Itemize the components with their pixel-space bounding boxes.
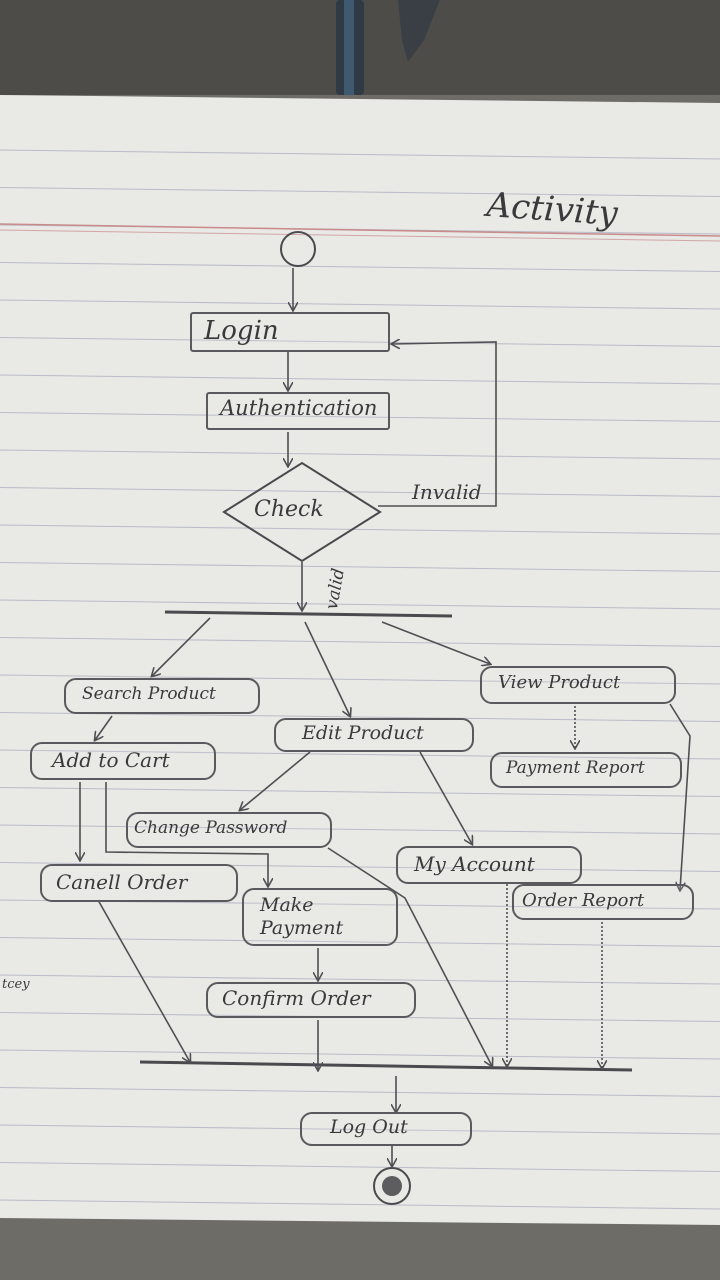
ruled-line bbox=[0, 337, 720, 347]
cancel-order-box bbox=[40, 864, 238, 902]
ruled-line bbox=[0, 262, 720, 272]
log-out-label: Log Out bbox=[330, 1116, 408, 1138]
pen-icon bbox=[336, 0, 364, 95]
change-password-label: Change Password bbox=[134, 818, 288, 838]
add-to-cart-box bbox=[30, 742, 216, 780]
arrow-fork-search bbox=[152, 617, 211, 676]
authentication-box bbox=[206, 392, 390, 430]
ruled-line bbox=[0, 562, 720, 572]
add-to-cart-label: Add to Cart bbox=[52, 748, 170, 772]
ruled-line bbox=[0, 412, 720, 422]
ruled-line bbox=[0, 1049, 720, 1060]
arrow-search-cart bbox=[95, 715, 113, 740]
view-product-label: View Product bbox=[498, 672, 621, 693]
order-report-box bbox=[512, 884, 694, 920]
make-payment-label: Make Payment bbox=[260, 894, 344, 939]
ruled-line bbox=[0, 787, 720, 797]
ruled-line bbox=[0, 1124, 720, 1135]
start-node bbox=[280, 231, 316, 267]
order-report-label: Order Report bbox=[522, 890, 645, 911]
ruled-line bbox=[0, 449, 720, 460]
arrow-fork-edit bbox=[304, 621, 350, 716]
ruled-line bbox=[0, 674, 720, 685]
arrow-view-order-report bbox=[669, 703, 691, 890]
connectors bbox=[80, 268, 691, 1166]
login-box bbox=[190, 312, 390, 352]
edit-product-box bbox=[274, 718, 474, 752]
ruled-line bbox=[0, 1087, 720, 1097]
end-node-outer bbox=[373, 1167, 411, 1205]
ruled-line bbox=[0, 187, 720, 197]
arrow-edit-password bbox=[240, 751, 311, 810]
margin-note: tcey bbox=[2, 977, 30, 992]
arrow-edit-account bbox=[419, 751, 472, 844]
payment-report-label: Payment Report bbox=[506, 758, 645, 778]
ruled-line bbox=[0, 824, 720, 835]
ruled-line bbox=[0, 749, 720, 760]
page-title: Activity bbox=[485, 185, 619, 235]
ruled-line bbox=[0, 524, 720, 535]
confirm-order-box bbox=[206, 982, 416, 1018]
fork-bar bbox=[164, 610, 453, 618]
log-out-box bbox=[300, 1112, 472, 1146]
ruled-line bbox=[0, 374, 720, 385]
join-bar bbox=[139, 1060, 633, 1072]
arrow-cart-payment bbox=[105, 782, 268, 886]
search-product-label: Search Product bbox=[82, 684, 216, 704]
arrow-invalid-login bbox=[378, 342, 497, 507]
ruled-line bbox=[0, 487, 720, 497]
ruled-line bbox=[0, 974, 720, 985]
ruled-line bbox=[0, 599, 720, 610]
check-label: Check bbox=[254, 497, 324, 522]
ruled-line bbox=[0, 637, 720, 647]
ruled-line bbox=[0, 712, 720, 722]
ruled-line bbox=[0, 149, 720, 160]
arrow-fork-view bbox=[381, 621, 490, 664]
confirm-order-label: Confirm Order bbox=[222, 986, 371, 1010]
my-account-label: My Account bbox=[414, 852, 535, 876]
arrow-password-join bbox=[327, 847, 492, 1066]
pen-tip-icon bbox=[398, 0, 440, 62]
check-decision-diamond bbox=[222, 461, 382, 563]
invalid-edge-label: Invalid bbox=[412, 480, 482, 504]
search-product-box bbox=[64, 678, 260, 714]
change-password-box bbox=[126, 812, 332, 848]
my-account-box bbox=[396, 846, 582, 884]
authentication-label: Authentication bbox=[220, 396, 378, 420]
end-node-inner bbox=[382, 1176, 402, 1196]
red-margin-line bbox=[0, 223, 720, 237]
login-label: Login bbox=[204, 316, 279, 346]
cancel-order-label: Canell Order bbox=[56, 870, 188, 894]
make-payment-box bbox=[242, 888, 398, 946]
arrow-cancel-join bbox=[97, 899, 190, 1062]
edit-product-label: Edit Product bbox=[302, 722, 424, 744]
view-product-box bbox=[480, 666, 676, 704]
ruled-line bbox=[0, 1199, 720, 1210]
paper-sheet bbox=[0, 95, 720, 1225]
ruled-line bbox=[0, 299, 720, 310]
ruled-line bbox=[0, 1162, 720, 1172]
payment-report-box bbox=[490, 752, 682, 788]
